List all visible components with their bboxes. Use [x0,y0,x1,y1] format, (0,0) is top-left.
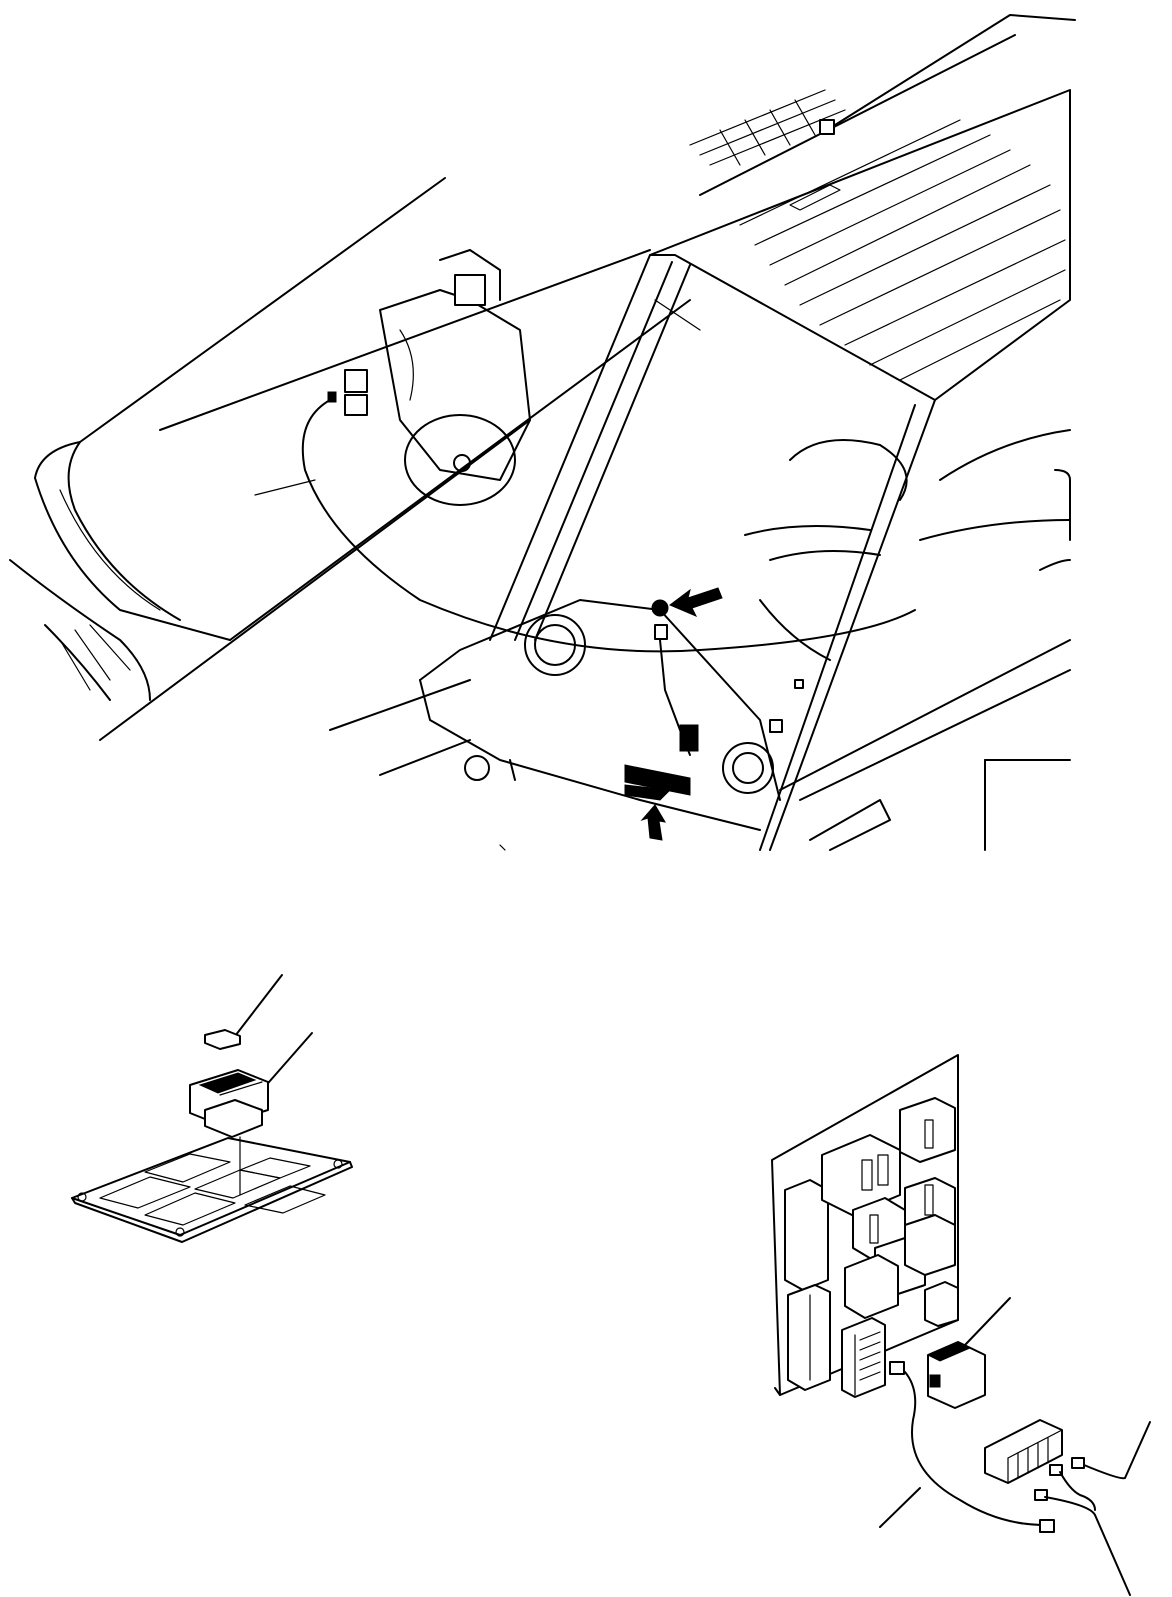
arrow-left [669,587,723,617]
relay-box-detail [771,1054,1151,1596]
pillar [489,254,936,851]
branch-wire [1034,1457,1126,1516]
engine-assembly [379,249,531,506]
terminal-block [984,1419,1063,1484]
connector-block-left [784,1179,831,1391]
callout-leader-harness [879,1487,921,1528]
callout-leader-branch [1094,1514,1131,1596]
arrow-right [624,764,691,801]
relay-unit [926,1341,986,1409]
callout-leader-cap [231,974,283,1041]
solenoid-valve [327,369,368,416]
engine-component [454,274,486,306]
callout-leader [254,479,316,496]
seat [919,429,1071,571]
wire-harness [301,399,916,653]
engine-hood [34,177,691,741]
callout-leader-relay [964,1297,1011,1346]
roof-slots [739,119,1066,381]
arrow-up [640,804,666,841]
body-frame [329,639,1071,851]
callout-leader-switch [261,1032,313,1091]
plug-connector [889,1361,1055,1533]
switch-detail [71,974,353,1243]
connector [651,599,804,756]
relays [821,1097,959,1327]
floor-plate [419,599,781,831]
overhead-guard [649,14,1076,401]
switch-cap [204,1029,241,1050]
panel-plate [71,1137,353,1243]
fuse-strip [841,1317,886,1398]
cut-line [499,844,506,851]
tire [9,559,151,701]
steering-wheel [744,439,908,661]
machine-overview [9,14,1076,851]
rocker-switch [189,1069,269,1196]
callout-leader-wire [1124,1421,1151,1479]
